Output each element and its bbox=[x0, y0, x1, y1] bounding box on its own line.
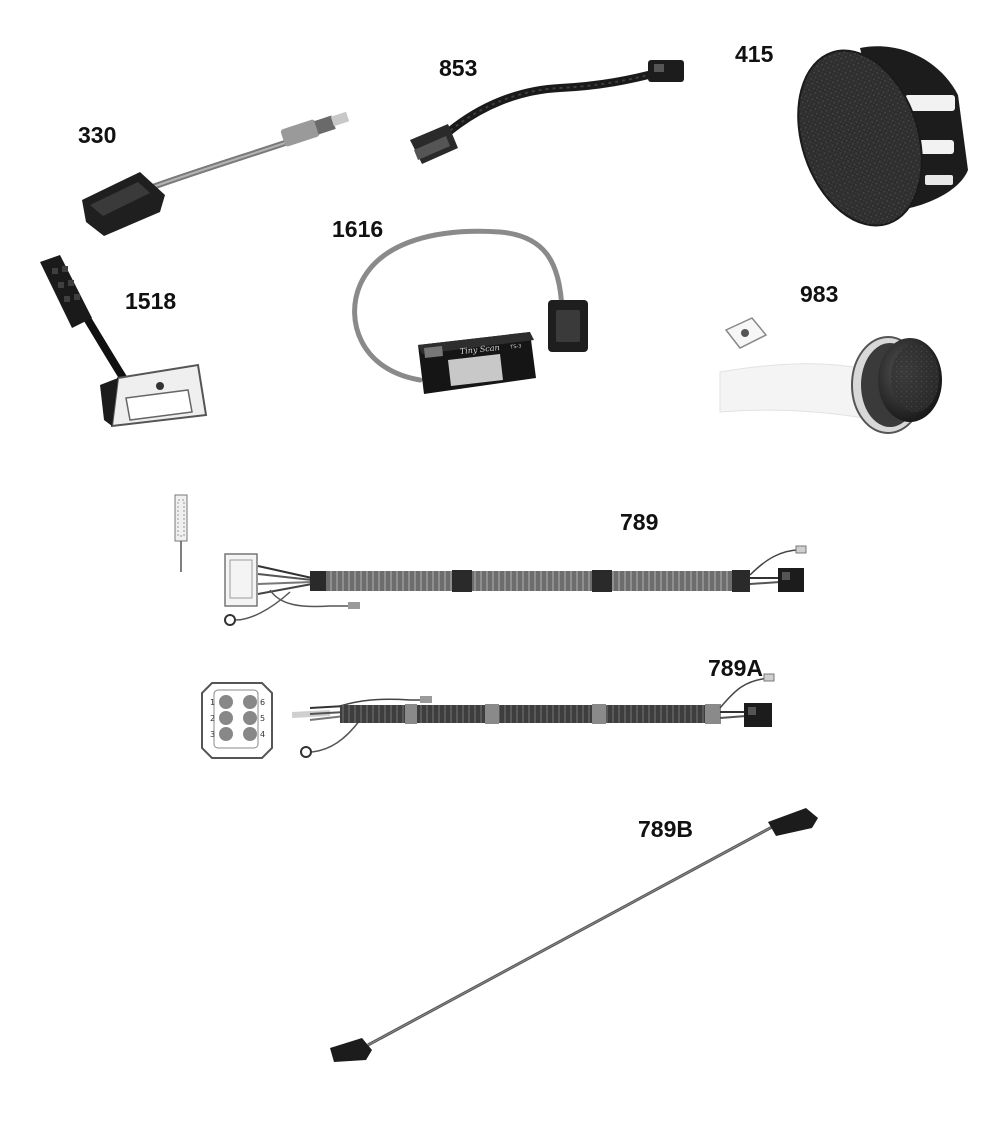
pin-label: 4 bbox=[260, 730, 265, 739]
pin-label: 5 bbox=[260, 714, 265, 723]
part-label-415: 415 bbox=[735, 41, 774, 67]
pin-label: 6 bbox=[260, 698, 265, 707]
part-label-789: 789 bbox=[620, 509, 659, 535]
part-label-789b: 789B bbox=[638, 816, 693, 842]
main-harness-part bbox=[174, 494, 807, 626]
tiny-scan-model: TS-3 bbox=[509, 343, 522, 350]
part-label-983: 983 bbox=[800, 281, 839, 307]
harness-a-part: 1 2 3 4 5 6 bbox=[201, 673, 775, 759]
switch-knob-part bbox=[719, 317, 942, 434]
tiny-scan-part: Tiny Scan TS-3 bbox=[352, 228, 588, 394]
tiny-scan-brand: Tiny Scan bbox=[459, 343, 500, 356]
adapter-harness-part bbox=[410, 60, 684, 164]
part-label-853: 853 bbox=[439, 55, 478, 81]
pin-label: 2 bbox=[210, 714, 215, 723]
pin-label: 3 bbox=[210, 730, 215, 739]
pedal-sensor-part bbox=[40, 255, 208, 428]
part-label-1518: 1518 bbox=[125, 288, 177, 314]
oxygen-sensor-part bbox=[82, 111, 350, 236]
cover-plug-part bbox=[797, 46, 968, 227]
part-label-1616: 1616 bbox=[332, 216, 384, 242]
pin-label: 1 bbox=[210, 698, 215, 707]
part-label-789a: 789A bbox=[708, 655, 763, 681]
harness-b-part bbox=[330, 808, 818, 1062]
part-label-330: 330 bbox=[78, 122, 117, 148]
